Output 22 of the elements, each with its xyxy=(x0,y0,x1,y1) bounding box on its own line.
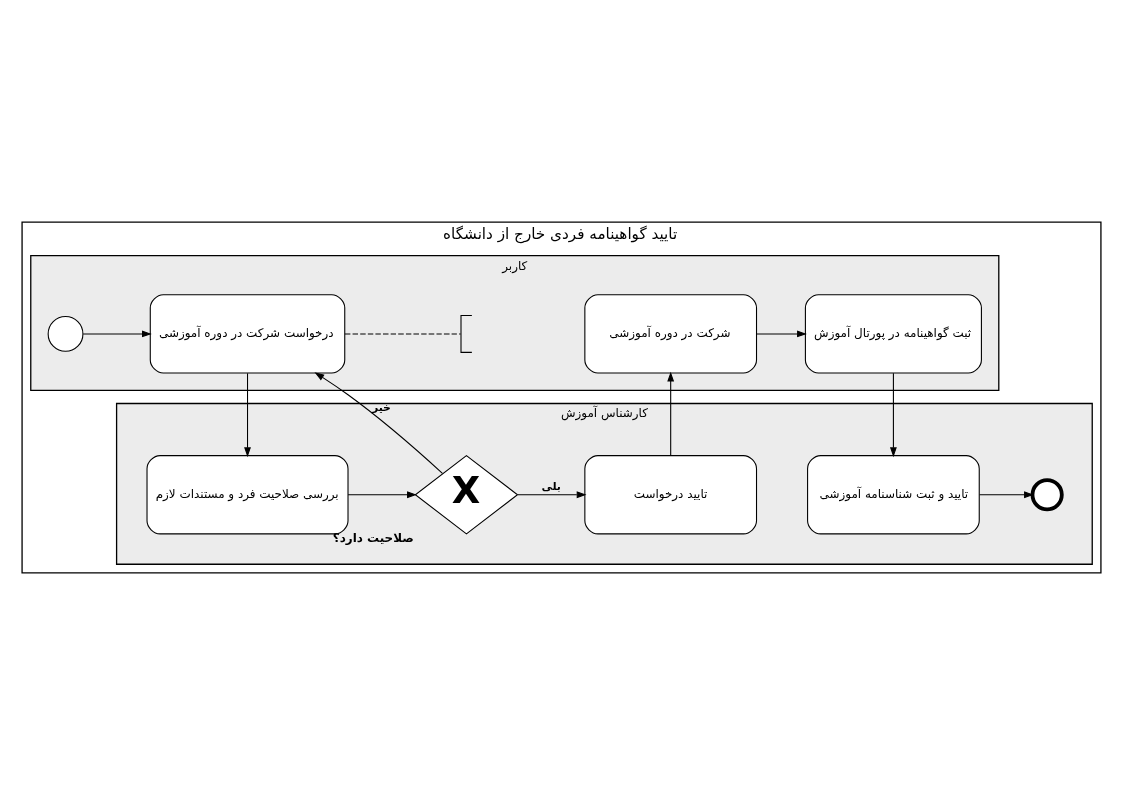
node-box: شرکت در دوره آموزشی xyxy=(584,293,758,374)
arrow xyxy=(667,371,675,456)
node-bracket xyxy=(460,314,473,353)
arrow xyxy=(517,490,587,498)
arrow xyxy=(347,490,417,498)
node-circle xyxy=(1030,477,1064,511)
arrow xyxy=(756,330,807,337)
edge-label: خیر xyxy=(371,400,391,414)
node-box: تایید درخواست xyxy=(584,454,758,534)
arrow xyxy=(244,372,251,457)
connector xyxy=(344,332,462,334)
node-diamond: X xyxy=(414,454,519,535)
node-box: ثبت گواهینامه در پورتال آموزش xyxy=(804,293,982,374)
edge-label: بلی xyxy=(541,479,561,493)
arrow xyxy=(890,372,897,457)
arrow xyxy=(82,330,152,337)
node-box: تایید و ثبت شناسنامه آموزشی xyxy=(807,454,980,534)
node-circle xyxy=(47,315,84,352)
arrow xyxy=(979,490,1034,498)
node-box: بررسی صلاحیت فرد و مستندات لازم xyxy=(146,454,349,534)
arrow xyxy=(314,371,443,474)
node-box: درخواست شرکت در دوره آموزشی xyxy=(149,293,346,374)
